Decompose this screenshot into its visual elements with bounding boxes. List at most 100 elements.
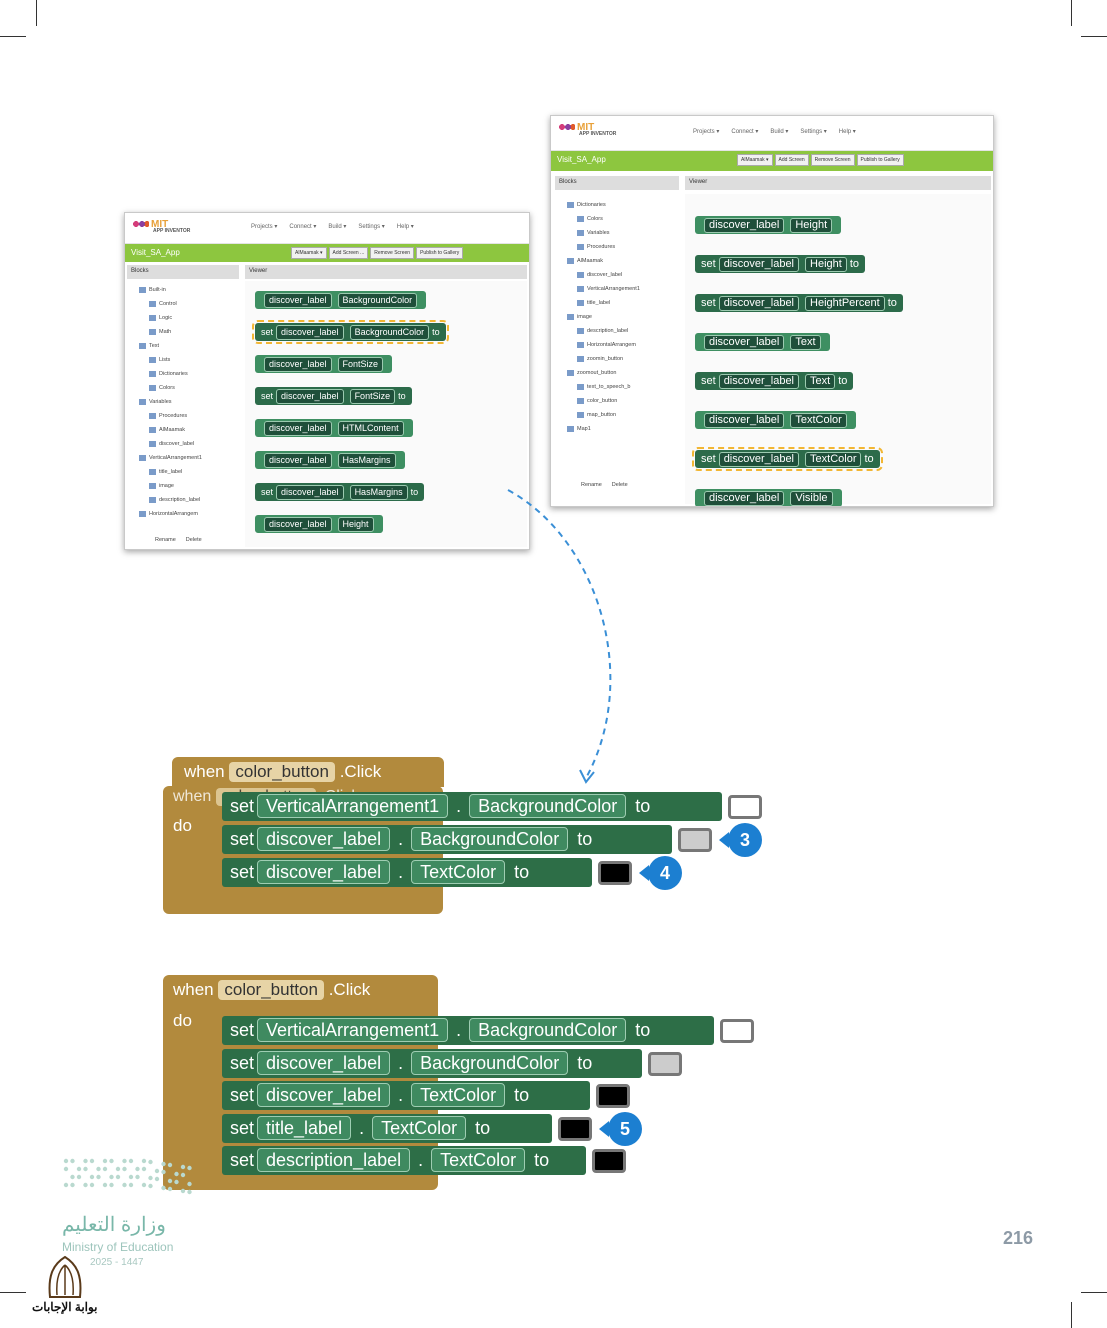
component-dropdown[interactable]: discover_label [718,257,800,272]
component-dropdown[interactable]: discover_label [704,218,785,233]
menu-item[interactable]: Connect ▾ [731,129,759,135]
property-dropdown[interactable]: Height [790,218,833,233]
menu-item[interactable]: Projects ▾ [251,224,278,230]
property-dropdown[interactable]: HasMargins [337,453,396,468]
property-dropdown[interactable]: TextColor [790,413,847,428]
color-block[interactable] [720,1019,754,1043]
menu-item[interactable]: Settings ▾ [800,129,827,135]
color-block[interactable] [678,828,712,852]
property-dropdown[interactable]: TextColor [372,1115,467,1140]
tree-item[interactable]: HorizontalArrangem [135,507,239,521]
menu-item[interactable]: Projects ▾ [693,129,720,135]
component-dropdown[interactable]: discover_label [264,421,332,436]
tree-item[interactable]: VerticalArrangement1 [563,282,677,296]
tree-item[interactable]: Colors [135,381,239,395]
project-button[interactable]: Publish to Gallery [856,154,904,166]
project-button[interactable]: Add Screen [774,154,809,166]
property-dropdown[interactable]: BackgroundColor [469,794,627,818]
tree-item[interactable]: Procedures [135,409,239,423]
tree-item[interactable]: Dictionaries [135,367,239,381]
tree-item[interactable]: map_button [563,408,677,422]
menu-item[interactable]: Build ▾ [328,224,347,230]
component-dropdown[interactable]: discover_label [257,827,391,851]
delete-button[interactable]: Delete [185,537,202,543]
property-dropdown[interactable]: BackgroundColor [469,1018,627,1042]
tree-item[interactable]: AlMaamak [563,254,677,268]
component-dropdown[interactable]: discover_label [257,1050,391,1075]
property-dropdown[interactable]: Text [790,335,821,350]
property-dropdown[interactable]: BackgroundColor [337,293,418,308]
rename-button[interactable]: Rename [155,537,176,543]
component-dropdown[interactable]: title_label [257,1115,352,1140]
component-dropdown[interactable]: discover_label [276,389,344,404]
component-dropdown[interactable]: discover_label [718,296,800,311]
tree-item[interactable]: discover_label [135,437,239,451]
property-dropdown[interactable]: FontSize [337,357,384,372]
color-block[interactable] [728,795,762,819]
tree-item[interactable]: Math [135,325,239,339]
property-dropdown[interactable]: Height [805,257,847,272]
color-block[interactable] [598,861,632,885]
tree-item[interactable]: image [563,310,677,324]
property-dropdown[interactable]: Visible [790,491,833,506]
tree-item[interactable]: Logic [135,311,239,325]
property-dropdown[interactable]: TextColor [805,452,862,467]
color-block[interactable] [648,1051,682,1076]
delete-button[interactable]: Delete [611,482,628,488]
tree-item[interactable]: Dictionaries [563,198,677,212]
property-dropdown[interactable]: BackgroundColor [349,325,430,340]
tree-item[interactable]: Variables [135,395,239,409]
tree-item[interactable]: zoomin_button [563,352,677,366]
property-dropdown[interactable]: Text [805,374,836,389]
tree-item[interactable]: Text [135,339,239,353]
tree-item[interactable]: Colors [563,212,677,226]
tree-item[interactable]: Built-in [135,283,239,297]
component-dropdown[interactable]: discover_label [276,325,344,340]
project-button[interactable]: AlMaamak ▾ [737,154,773,166]
menu-item[interactable]: Settings ▾ [358,224,385,230]
color-block[interactable] [592,1149,626,1173]
property-dropdown[interactable]: BackgroundColor [411,827,569,851]
property-dropdown[interactable]: TextColor [411,1083,506,1107]
tree-item[interactable]: Procedures [563,240,677,254]
rename-button[interactable]: Rename [581,482,602,488]
property-dropdown[interactable]: HTMLContent [337,421,404,436]
property-dropdown[interactable]: Height [337,517,374,532]
get-block[interactable]: discover_label HTMLContent [255,419,413,437]
property-dropdown[interactable]: HasMargins [349,485,408,500]
property-dropdown[interactable]: BackgroundColor [411,1050,569,1075]
get-block[interactable]: discover_label Height [695,216,842,234]
component-dropdown[interactable]: discover_label [264,357,332,372]
project-button[interactable]: AlMaamak ▾ [291,247,327,259]
component-dropdown[interactable]: discover_label [257,1083,391,1107]
tree-item[interactable]: title_label [135,465,239,479]
get-block[interactable]: discover_label FontSize [255,355,393,373]
tree-item[interactable]: text_to_speech_b [563,380,677,394]
tree-item[interactable]: description_label [563,324,677,338]
color-block[interactable] [558,1116,592,1141]
menu-item[interactable]: Connect ▾ [289,224,317,230]
color-block[interactable] [596,1084,630,1108]
tree-item[interactable]: Lists [135,353,239,367]
property-dropdown[interactable]: FontSize [349,389,396,404]
project-button[interactable]: Remove Screen [810,154,855,166]
component-dropdown[interactable]: discover_label [718,452,800,467]
component-dropdown[interactable]: VerticalArrangement1 [257,1018,449,1042]
tree-item[interactable]: discover_label [563,268,677,282]
tree-item[interactable]: Control [135,297,239,311]
